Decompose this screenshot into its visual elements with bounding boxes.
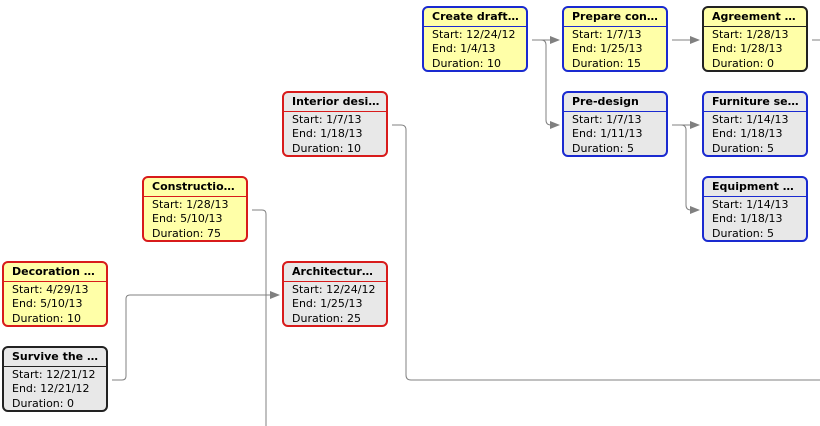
task-end: End: 5/10/13 xyxy=(152,212,223,226)
link-survive-to-architectural xyxy=(112,291,280,381)
task-node-decoration-phase[interactable]: Decoration ph... Start: 4/29/13 End: 5/1… xyxy=(2,261,108,327)
task-start: Start: 1/7/13 xyxy=(292,113,362,126)
task-node-equipment-planning[interactable]: Equipment pla... Start: 1/14/13 End: 1/1… xyxy=(702,176,808,242)
task-end: End: 1/18/13 xyxy=(712,127,783,141)
task-start: Start: 1/7/13 xyxy=(572,113,642,126)
link-predesign-to-equipment xyxy=(672,124,700,214)
task-start: Start: 4/29/13 xyxy=(12,283,89,296)
task-duration: Duration: 10 xyxy=(432,56,501,70)
task-duration: Duration: 10 xyxy=(12,311,81,325)
task-title: Prepare const... xyxy=(572,10,666,23)
task-end: End: 1/25/13 xyxy=(292,297,363,311)
task-end: End: 1/25/13 xyxy=(572,42,643,56)
task-start: Start: 1/7/13 xyxy=(572,28,642,41)
task-node-furniture-selection[interactable]: Furniture sele... Start: 1/14/13 End: 1/… xyxy=(702,91,808,157)
task-node-agreement[interactable]: Agreement on... Start: 1/28/13 End: 1/28… xyxy=(702,6,808,72)
task-node-architectural-design[interactable]: Architectural d... Start: 12/24/12 End: … xyxy=(282,261,388,327)
task-title: Interior design xyxy=(292,95,385,108)
task-title: Furniture sele... xyxy=(712,95,806,108)
task-duration: Duration: 0 xyxy=(712,56,774,70)
task-duration: Duration: 25 xyxy=(292,311,361,325)
task-end: End: 12/21/12 xyxy=(12,382,90,396)
task-node-prepare-construction[interactable]: Prepare const... Start: 1/7/13 End: 1/25… xyxy=(562,6,668,72)
task-end: End: 1/18/13 xyxy=(292,127,363,141)
task-duration: Duration: 75 xyxy=(152,226,221,240)
task-start: Start: 12/24/12 xyxy=(292,283,376,296)
task-end: End: 1/28/13 xyxy=(712,42,783,56)
task-start: Start: 12/21/12 xyxy=(12,368,96,381)
task-start: Start: 1/14/13 xyxy=(712,113,789,126)
task-title: Survive the En... xyxy=(12,350,106,363)
task-start: Start: 12/24/12 xyxy=(432,28,516,41)
task-title: Pre-design xyxy=(572,95,639,108)
task-duration: Duration: 0 xyxy=(12,396,74,410)
task-title: Agreement on... xyxy=(712,10,806,23)
task-start: Start: 1/28/13 xyxy=(152,198,229,211)
task-duration: Duration: 5 xyxy=(712,141,774,155)
task-start: Start: 1/28/13 xyxy=(712,28,789,41)
task-node-create-draft[interactable]: Create draft o... Start: 12/24/12 End: 1… xyxy=(422,6,528,72)
task-end: End: 1/18/13 xyxy=(712,212,783,226)
task-title: Architectural d... xyxy=(292,265,386,278)
task-title: Construction p... xyxy=(152,180,246,193)
task-duration: Duration: 15 xyxy=(572,56,641,70)
task-duration: Duration: 10 xyxy=(292,141,361,155)
task-end: End: 1/11/13 xyxy=(572,127,643,141)
task-node-construction-phase[interactable]: Construction p... Start: 1/28/13 End: 5/… xyxy=(142,176,248,242)
link-draft-to-predesign xyxy=(532,39,560,129)
task-start: Start: 1/14/13 xyxy=(712,198,789,211)
task-node-interior-design[interactable]: Interior design Start: 1/7/13 End: 1/18/… xyxy=(282,91,388,157)
task-node-pre-design[interactable]: Pre-design Start: 1/7/13 End: 1/11/13 Du… xyxy=(562,91,668,157)
task-title: Equipment pla... xyxy=(712,180,806,193)
task-end: End: 5/10/13 xyxy=(12,297,83,311)
task-title: Decoration ph... xyxy=(12,265,106,278)
link-interior-down xyxy=(392,124,820,381)
task-end: End: 1/4/13 xyxy=(432,42,496,56)
task-duration: Duration: 5 xyxy=(712,226,774,240)
link-construction-down xyxy=(252,209,267,426)
task-node-survive-the-end[interactable]: Survive the En... Start: 12/21/12 End: 1… xyxy=(2,346,108,412)
task-title: Create draft o... xyxy=(432,10,526,23)
task-duration: Duration: 5 xyxy=(572,141,634,155)
